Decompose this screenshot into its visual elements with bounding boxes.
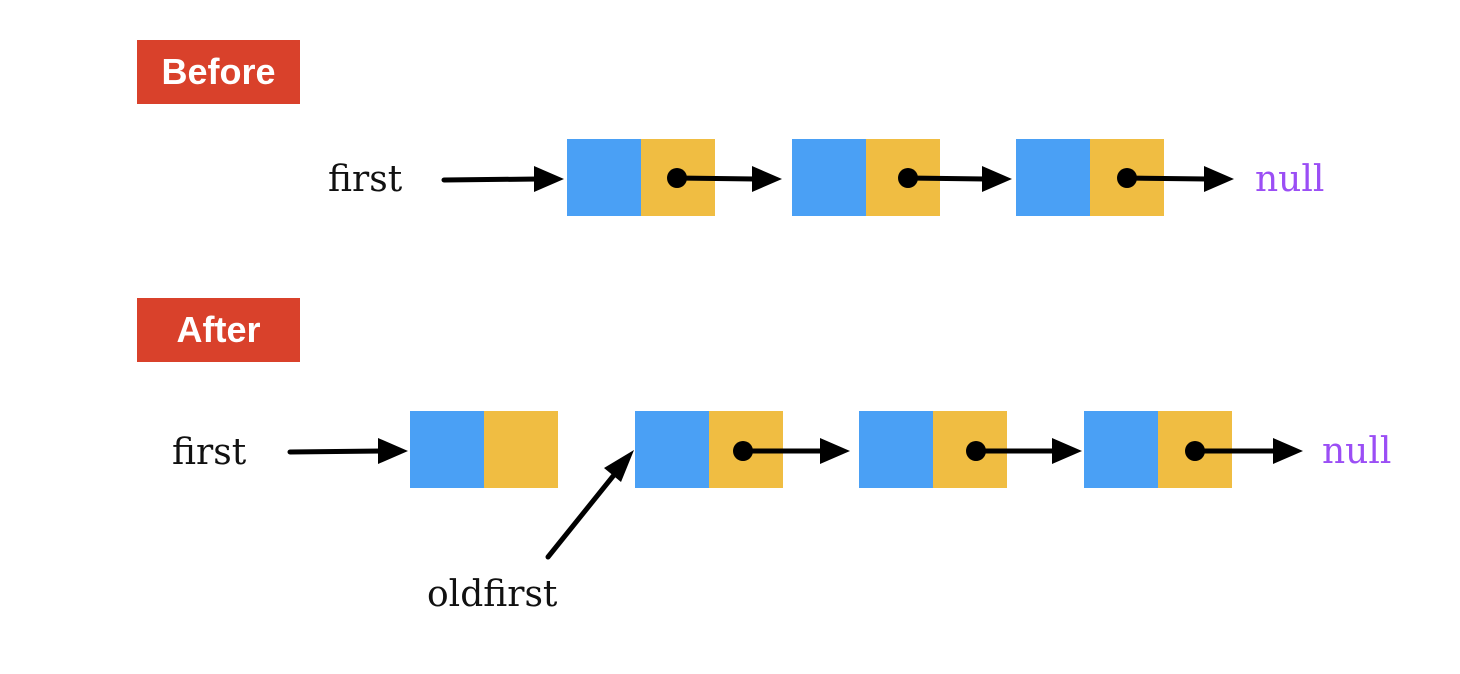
after-new-node [410, 411, 558, 488]
before-link-2 [898, 166, 1012, 192]
before-link-3 [1117, 166, 1234, 192]
oldfirst-arrow [545, 450, 634, 560]
after-link-2 [966, 438, 1082, 464]
item-cell [1016, 139, 1090, 216]
item-cell [635, 411, 709, 488]
before-first-arrow [441, 166, 564, 192]
before-null-label: null [1255, 159, 1324, 200]
item-cell [792, 139, 866, 216]
item-cell [1084, 411, 1158, 488]
after-link-3 [1185, 438, 1303, 464]
after-row: first [172, 411, 1391, 615]
after-tag: After [137, 298, 300, 362]
oldfirst-label: oldfirst [427, 574, 558, 615]
after-first-label: first [172, 432, 247, 473]
after-null-label: null [1322, 431, 1391, 472]
before-first-label: first [328, 159, 403, 200]
item-cell [567, 139, 641, 216]
item-cell [859, 411, 933, 488]
before-tag: Before [137, 40, 300, 104]
item-cell [410, 411, 484, 488]
after-first-arrow [287, 438, 408, 464]
next-cell [484, 411, 558, 488]
before-link-1 [667, 166, 782, 192]
before-row: first [328, 139, 1324, 216]
after-link-1 [733, 438, 850, 464]
